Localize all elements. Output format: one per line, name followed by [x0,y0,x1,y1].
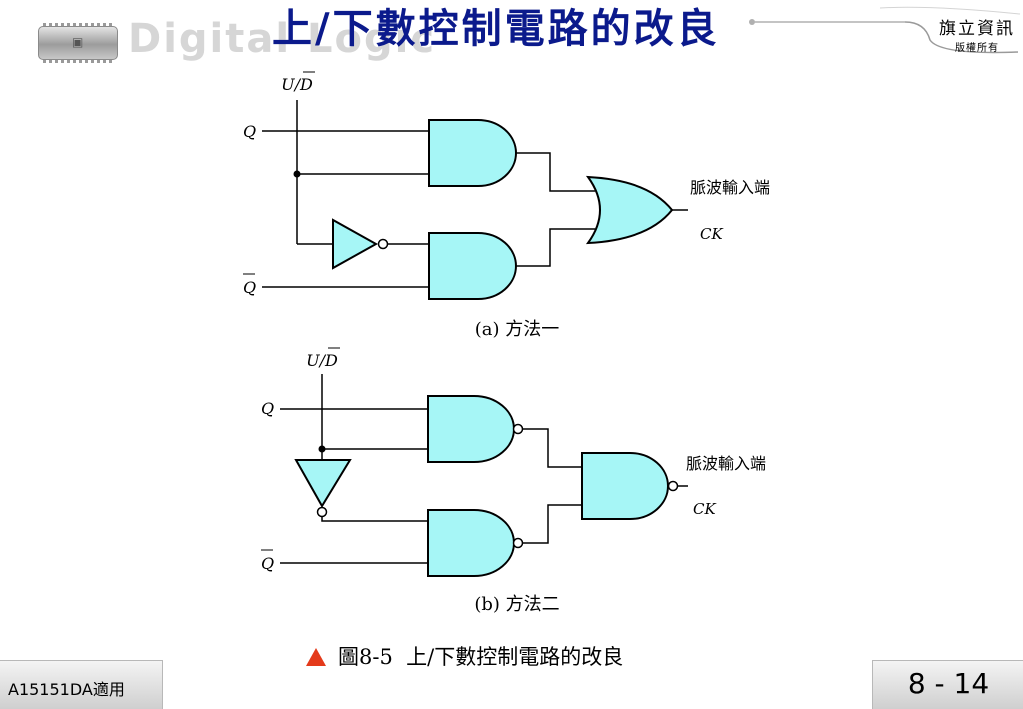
ic-chip-icon: ▣ [38,23,118,63]
publisher-rights: 版權所有 [955,43,999,54]
diagram-a [262,100,688,288]
inverter-gate-a [332,218,379,270]
logo-text: Digital Logic [128,16,437,62]
ud-label-b: U/D [306,351,338,370]
output-name-a: 脈波輸入端 [690,178,770,197]
page-title: 上/下數控制電路的改良 [272,5,720,52]
nand-gate-b1 [427,395,515,463]
and-gate-a2 [428,232,517,300]
triangle-bullet-icon [306,648,326,666]
inverter-gate-b [294,459,352,508]
or-gate-a [585,175,674,245]
slide-header: ▣ Digital Logic 上/下數控制電路的改良 旗立資訊 版權所有 [0,0,1023,63]
inverter-bubble-a [377,238,389,250]
nand-bubble-b2 [512,537,524,549]
q-label-a: Q [243,122,256,141]
page-number: 8 - 14 [907,667,990,700]
qbar-label-a: Q [243,278,256,297]
and-gate-a1 [428,119,517,187]
caption-b: (b) 方法二 [474,594,559,615]
figure-caption: 圖8-5 上/下數控制電路的改良 [338,645,623,669]
junction-dot-b [318,445,326,453]
diagram-b [280,374,688,564]
ck-label-b: CK [693,500,716,518]
inverter-bubble-b [316,506,328,518]
q-label-b: Q [261,399,274,418]
output-name-b: 脈波輸入端 [686,454,766,473]
footer-page-number-box: 8 - 14 [872,660,1023,709]
nand-gate-b3 [581,452,669,520]
ck-label-a: CK [700,225,723,243]
ud-label-a: U/D [281,75,313,94]
nand-bubble-b1 [512,423,524,435]
qbar-label-b: Q [261,554,274,573]
nand-gate-b2 [427,509,515,577]
course-code: A15151DA適用 [8,680,125,699]
footer-course-code-box: A15151DA適用 [0,660,163,709]
header-swoosh [749,6,1021,54]
publisher-name: 旗立資訊 [939,19,1015,39]
junction-dot-a [293,170,301,178]
publisher-mark: 旗立資訊 版權所有 [939,14,1015,54]
nand-bubble-b3 [667,480,679,492]
caption-a: (a) 方法一 [475,319,560,340]
